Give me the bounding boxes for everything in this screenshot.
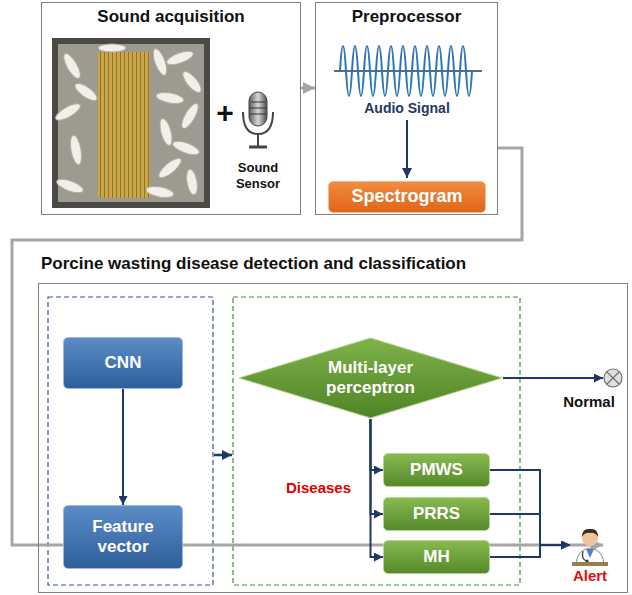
node-text: PRRS xyxy=(413,504,460,524)
connector-arrow xyxy=(371,419,384,514)
feature-box: Feature vector xyxy=(63,505,183,569)
panel-title: Sound acquisition xyxy=(42,7,300,27)
text-label: Audio Signal xyxy=(345,100,469,118)
node-text: MH xyxy=(423,547,449,567)
disease-box: MH xyxy=(383,540,490,574)
spectrogram-box: Spectrogram xyxy=(328,181,486,213)
connector-arrow xyxy=(490,514,570,545)
doctor-icon xyxy=(570,524,610,566)
connector-arrow xyxy=(371,419,384,557)
connector-arrow xyxy=(12,148,603,545)
node-text: Normal xyxy=(552,393,626,410)
node-text: Feature vector xyxy=(71,517,175,558)
cnn-box: CNN xyxy=(63,337,183,389)
connector-arrow xyxy=(503,377,603,379)
group-arrow xyxy=(214,454,232,457)
connector-arrow xyxy=(371,419,384,470)
normal-output: Normal xyxy=(552,368,626,416)
panel-title: Porcine wasting disease detection and cl… xyxy=(41,254,466,274)
disease-box: PMWS xyxy=(383,453,490,487)
audio-waveform xyxy=(334,46,482,178)
pig-pen-photo xyxy=(52,38,210,208)
text-label: + xyxy=(214,94,236,132)
classifier-group xyxy=(233,297,520,585)
node-text: Multi-layer perceptron xyxy=(311,358,431,399)
panel-title: Preprocessor xyxy=(316,7,497,27)
normal-symbol xyxy=(603,368,623,388)
disease-box: PRRS xyxy=(383,497,490,531)
connector-arrow xyxy=(301,87,315,90)
text-label: Diseases xyxy=(286,479,362,498)
node-text: Alert xyxy=(556,567,624,584)
node-text: PMWS xyxy=(410,460,463,480)
alert-output: Alert xyxy=(556,524,624,588)
sound-sensor-icon xyxy=(243,92,273,147)
node-text: CNN xyxy=(105,353,142,373)
text-label: Sound Sensor xyxy=(223,160,293,193)
connector-arrow xyxy=(490,470,570,545)
node-text: Spectrogram xyxy=(351,186,462,208)
detection-panel: Porcine wasting disease detection and cl… xyxy=(38,283,628,593)
feature-group xyxy=(48,297,213,585)
mlp-diamond: Multi-layer perceptron xyxy=(238,337,503,419)
connector-arrow xyxy=(122,389,124,505)
connector-arrow xyxy=(490,545,570,557)
